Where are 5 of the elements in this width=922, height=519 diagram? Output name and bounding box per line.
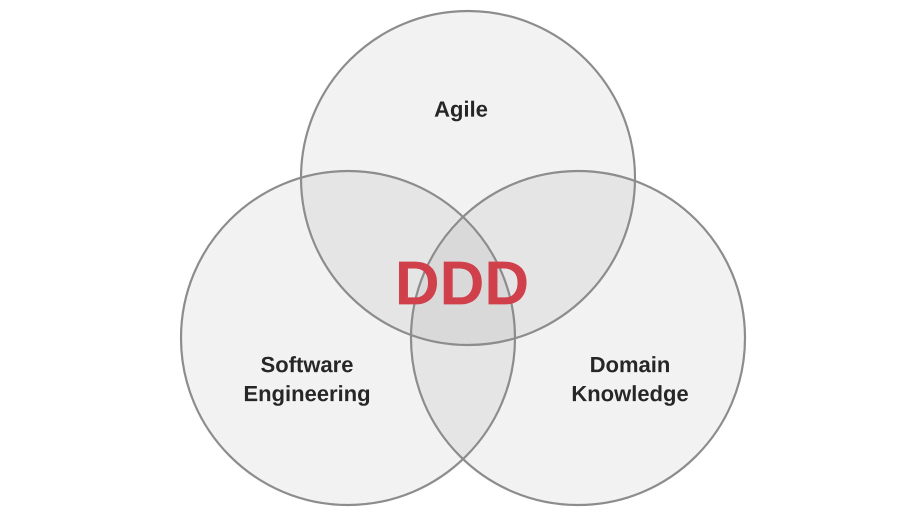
circle-label: Agile <box>434 100 488 122</box>
circle-label: Software Engineering <box>244 356 370 406</box>
center-label: DDD <box>398 262 527 304</box>
venn-circle <box>300 10 636 346</box>
circle-label: Domain Knowledge <box>572 356 688 406</box>
